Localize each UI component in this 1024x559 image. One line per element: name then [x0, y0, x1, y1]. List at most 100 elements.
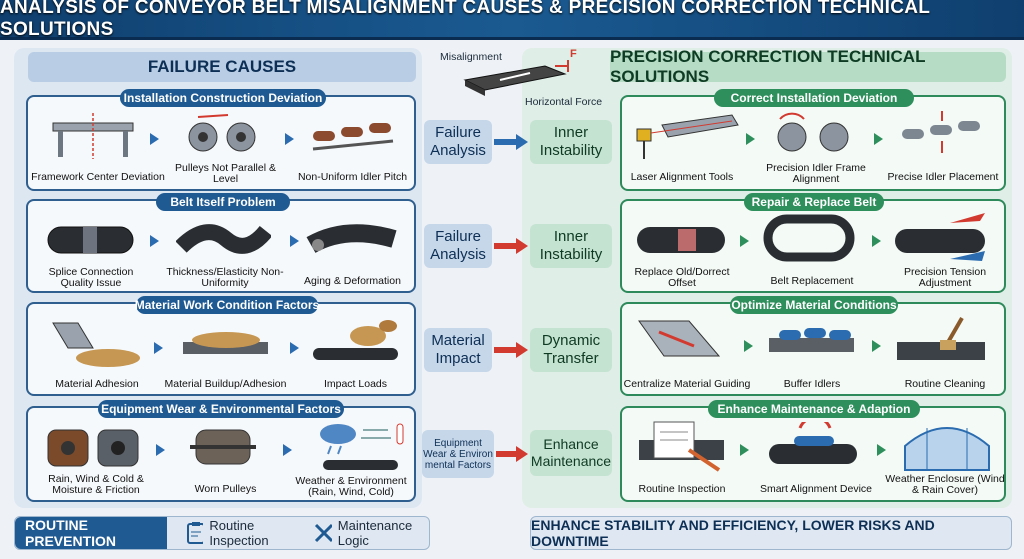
laser-tool-icon	[636, 114, 739, 159]
routine-inspection-text: Routine Inspection	[209, 518, 269, 548]
arrow-icon	[494, 134, 528, 150]
solution-title: Optimize Material Conditions	[730, 296, 898, 314]
arrow-icon	[872, 340, 881, 352]
cause-item: Rain, Wind & Cold & Moisture & Friction	[48, 473, 144, 496]
framework-icon	[52, 113, 134, 159]
arrow-icon	[872, 235, 881, 247]
worn-rollers-icon	[47, 429, 139, 467]
solution-title: Correct Installation Deviation	[714, 89, 914, 107]
cause-panel-equipment: Equipment Wear & Environmental Factors R…	[26, 400, 416, 502]
conveyor-icon	[463, 60, 569, 96]
outcome-bar: ENHANCE STABILITY AND EFFICIENCY, LOWER …	[530, 516, 1012, 550]
weather-icon	[320, 423, 404, 470]
arrow-icon	[285, 133, 294, 145]
replace-belt-icon	[637, 227, 725, 253]
arrow-icon	[283, 444, 292, 456]
cause-item: Material Buildup/Adhesion	[164, 378, 287, 390]
idler-placement-icon	[902, 111, 980, 153]
middle-right-box: Enhance Maintenance	[530, 430, 612, 476]
arrow-icon	[496, 446, 528, 462]
worn-pulley-icon	[190, 429, 256, 465]
cause-item: Aging & Deformation	[304, 275, 401, 287]
idler-frame-icon	[777, 112, 849, 152]
solution-item: Precise Idler Placement	[887, 171, 999, 183]
middle-left-box: Failure Analysis	[424, 224, 492, 268]
cause-panel-installation: Installation Construction Deviation Fram…	[26, 89, 416, 191]
arrow-icon	[740, 444, 749, 456]
arrow-icon	[154, 342, 163, 354]
middle-left-box: Material Impact	[424, 328, 492, 372]
arrow-icon	[877, 444, 886, 456]
cause-item: Worn Pulleys	[194, 483, 257, 495]
solution-item: Precision Idler Frame Alignment	[766, 162, 866, 185]
cleaning-brush-icon	[897, 317, 985, 360]
title-bar: ANALYSIS OF CONVEYOR BELT MISALIGNMENT C…	[0, 0, 1024, 40]
clipboard-icon	[186, 522, 204, 544]
material-buildup-icon	[183, 332, 268, 354]
solution-item: Centralize Material Guiding	[623, 378, 751, 390]
arrow-icon	[740, 235, 749, 247]
inspection-clipboard-icon	[639, 421, 724, 472]
cause-item: Material Adhesion	[55, 378, 139, 390]
cause-item: Pulleys Not Parallel & Level	[175, 162, 276, 185]
cause-title: Installation Construction Deviation	[120, 89, 326, 107]
cause-panel-belt: Belt Itself Problem Splice Connection Qu…	[26, 193, 416, 293]
cause-title: Belt Itself Problem	[156, 193, 290, 211]
failure-causes-header: FAILURE CAUSES	[28, 52, 416, 82]
arrow-icon	[874, 133, 883, 145]
cause-item: Framework Center Deviation	[31, 171, 165, 183]
force-label: F	[570, 48, 577, 60]
horizontal-force-label: Horizontal Force	[525, 96, 603, 108]
cause-item: Thickness/Elasticity Non-Uniformity	[166, 266, 284, 289]
middle-left-box: Equipment Wear & Environ mental Factors	[422, 430, 494, 478]
smart-device-icon	[769, 422, 857, 464]
cause-item: Non-Uniform Idler Pitch	[297, 171, 408, 183]
cause-item: Splice Connection Quality Issue	[48, 266, 134, 289]
arrow-icon	[150, 235, 159, 247]
solutions-header: PRECISION CORRECTION TECHNICAL SOLUTIONS	[610, 47, 1006, 86]
routine-prevention-bar: ROUTINE PREVENTION Routine Inspection Ma…	[14, 516, 430, 550]
material-guide-icon	[638, 320, 721, 357]
arrow-icon	[494, 342, 528, 358]
middle-right-box: Inner Instability	[530, 120, 612, 164]
solution-item: Routine Inspection	[638, 483, 726, 495]
solution-item: Precision Tension Adjustment	[903, 266, 987, 289]
material-adhesion-icon	[52, 322, 140, 367]
arrow-icon	[744, 340, 753, 352]
maintenance-logic-text: Maintenance Logic	[337, 518, 413, 548]
page-title: ANALYSIS OF CONVEYOR BELT MISALIGNMENT C…	[0, 0, 930, 40]
solution-panel-installation: Correct Installation Deviation Laser Ali…	[620, 89, 1006, 191]
middle-right-box: Dynamic Transfer	[530, 328, 612, 372]
arrow-icon	[290, 342, 299, 354]
arrow-icon	[746, 133, 755, 145]
belt-loop-icon	[763, 214, 855, 262]
solution-item: Smart Alignment Device	[759, 483, 873, 495]
arrow-icon	[150, 133, 159, 145]
buffer-idlers-icon	[769, 328, 854, 352]
aging-belt-icon	[306, 224, 397, 253]
solution-item: Routine Cleaning	[904, 378, 986, 390]
tension-adjust-icon	[895, 213, 985, 261]
solution-panel-belt: Repair & Replace Belt Replace Old/Dorrec…	[620, 193, 1006, 293]
solution-panel-material: Optimize Material Conditions Centralize …	[620, 296, 1006, 396]
middle-left-box: Failure Analysis	[424, 120, 492, 164]
cause-title: Equipment Wear & Environmental Factors	[98, 400, 344, 418]
routine-prevention-label: ROUTINE PREVENTION	[15, 517, 167, 549]
solution-title: Repair & Replace Belt	[744, 193, 884, 211]
solution-item: Buffer Idlers	[783, 378, 841, 390]
pulleys-icon	[188, 114, 256, 152]
cause-item: Impact Loads	[323, 378, 388, 390]
solution-title: Enhance Maintenance & Adaption	[708, 400, 920, 418]
idlers-icon	[312, 123, 394, 151]
misalignment-label: Misalignment	[440, 51, 502, 63]
outcome-text: ENHANCE STABILITY AND EFFICIENCY, LOWER …	[531, 517, 935, 549]
thickness-belt-icon	[176, 224, 271, 254]
arrow-icon	[290, 235, 299, 247]
wrench-icon	[315, 523, 332, 543]
solution-item: Weather Enclosure (Wind & Rain Cover)	[885, 473, 1005, 496]
cause-item: Weather & Environment (Rain, Wind, Cold)	[295, 475, 407, 498]
middle-right-box: Inner Instability	[530, 224, 612, 268]
solution-item: Belt Replacement	[770, 275, 854, 287]
misalignment-diagram: Misalignment F Horizontal Force	[430, 44, 603, 114]
arrow-icon	[156, 444, 165, 456]
